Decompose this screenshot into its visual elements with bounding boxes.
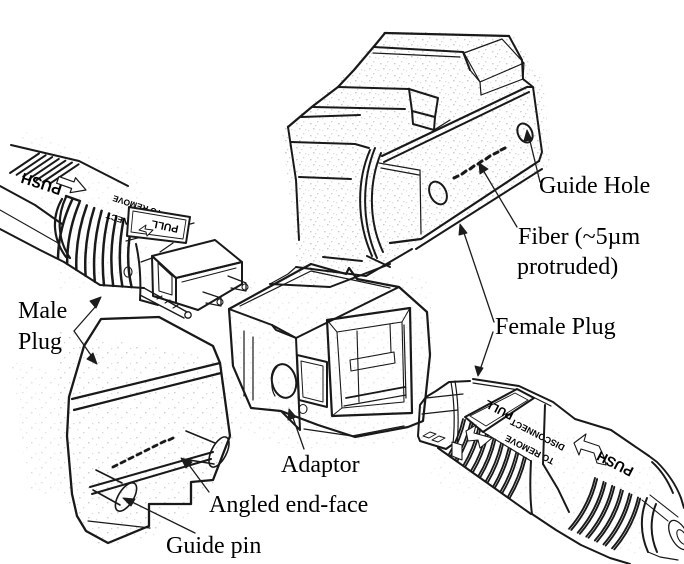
svg-text:protruded): protruded) bbox=[517, 254, 618, 280]
svg-text:Guide Hole: Guide Hole bbox=[539, 173, 650, 199]
svg-text:Fiber (~5µm: Fiber (~5µm bbox=[518, 224, 640, 250]
svg-text:Female Plug: Female Plug bbox=[495, 314, 616, 340]
svg-text:Male: Male bbox=[18, 298, 67, 324]
svg-text:Adaptor: Adaptor bbox=[281, 452, 360, 478]
svg-text:Angled end-face: Angled end-face bbox=[209, 492, 368, 518]
svg-text:Plug: Plug bbox=[18, 329, 62, 355]
svg-text:PULL: PULL bbox=[150, 217, 180, 235]
svg-text:Guide pin: Guide pin bbox=[166, 533, 261, 559]
